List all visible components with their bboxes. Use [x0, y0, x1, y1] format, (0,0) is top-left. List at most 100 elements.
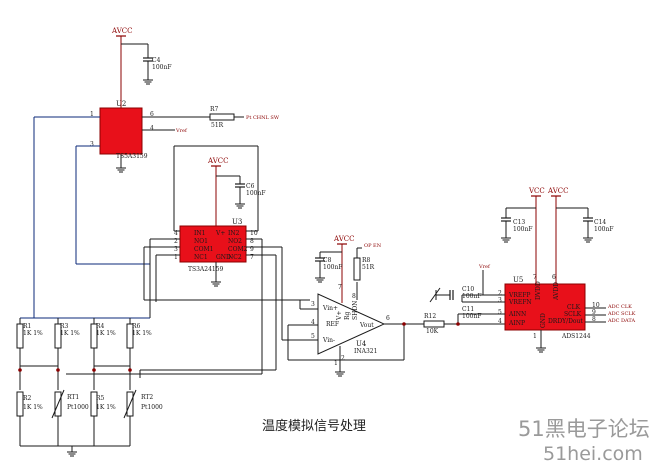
r3-value: 1K 1%	[60, 330, 80, 337]
rt1-value: Pt1000	[67, 404, 89, 411]
u5-pin-dvdd: DVDD	[535, 281, 542, 300]
watermark-url: 51hei.com	[543, 443, 643, 465]
u4-part: INA321	[354, 348, 377, 355]
u5-num-1: 1	[533, 333, 537, 340]
u3-chip-body	[179, 225, 247, 263]
r3-ref: R3	[60, 323, 69, 330]
u4-pin-ref: REF	[326, 321, 339, 328]
u5-pin-gnd: GND	[540, 313, 547, 328]
r7-resistor	[209, 113, 235, 121]
u4-num-5: 5	[311, 333, 315, 340]
u3-num-4: 4	[174, 230, 178, 237]
u3-num-3: 3	[174, 246, 178, 253]
r8-resistor	[353, 257, 361, 281]
r4-value: 1K 1%	[96, 330, 116, 337]
sensor-bridge: R1 1K 1% R3 1K 1% R4 1K 1% R6 1K 1% R2 1…	[16, 317, 163, 457]
u4-num-3: 3	[311, 301, 315, 308]
u5-num-8: 8	[592, 316, 596, 323]
rt2-ref: RT2	[141, 394, 153, 401]
c8-value: 100nF	[323, 264, 342, 271]
watermark-title: 51黑电子论坛	[518, 417, 650, 441]
u5-dvdd-vcc-label: VCC	[528, 187, 545, 195]
u2-pin-1: 1	[90, 111, 94, 118]
u3-part: TS3A24159	[188, 266, 224, 273]
u3-pin-com1: COM1	[194, 246, 213, 253]
r12-resistor	[423, 320, 445, 328]
u4-avcc-label: AVCC	[333, 235, 354, 243]
u4-ref: U4	[356, 340, 367, 348]
u5-pin-vrefn: VREFN	[508, 299, 532, 306]
u5-num-9: 9	[592, 309, 596, 316]
u2-avcc-label: AVCC	[111, 27, 132, 35]
u3-avcc-label: AVCC	[207, 157, 228, 165]
u5-num-6: 6	[552, 274, 556, 281]
c4-value: 100nF	[152, 64, 171, 71]
u3-pin-nc2: NC2	[228, 254, 242, 261]
u3-pin-in2: IN2	[228, 230, 240, 237]
u5-part: ADS1244	[561, 333, 591, 340]
u3-num-10: 10	[250, 230, 258, 237]
u4-pin-numbers: 3 5 4 6 7 8 1 2	[311, 284, 390, 367]
c11-value: 100nF	[462, 313, 481, 320]
u5-num-10: 10	[592, 302, 600, 309]
r6-ref: R6	[132, 323, 141, 330]
u4-num-2: 2	[341, 355, 345, 362]
u3-num-2: 2	[174, 238, 178, 245]
u4-instrumentation-amp: Vin+ REF Vin- Vout V+ Rg SHDN U4 INA321 …	[287, 235, 424, 377]
u4-num-1: 1	[334, 360, 338, 367]
diagram-caption: 温度模拟信号处理	[262, 418, 366, 434]
u3-left-pin-names: IN1 NO1 COM1 NC1	[194, 230, 213, 261]
u4-num-7: 7	[338, 284, 342, 291]
r4-ref: R4	[96, 323, 105, 330]
u5-avcc-label: AVCC	[547, 187, 568, 195]
u5-pin-drdy: DRDY/Dout	[548, 318, 583, 325]
u2-pin-6: 6	[150, 111, 154, 118]
u5-ref: U5	[513, 276, 523, 284]
u2-pin-4: 4	[150, 125, 154, 132]
net-adc-clk: ADC CLK	[607, 304, 632, 310]
c6-value: 100nF	[246, 190, 265, 197]
u5-num-4: 4	[498, 318, 502, 325]
u4-pin-vinp: Vin+	[322, 305, 338, 312]
c4-ref: C4	[152, 57, 161, 64]
u2-switch: U2 TS5A3159 1 6 4 3 AVCC C4 100nF R7 51R…	[33, 27, 280, 318]
u2-part: TS5A3159	[116, 153, 148, 160]
r2-ref: R2	[23, 395, 32, 402]
u2-pin-3: 3	[90, 141, 94, 148]
c14-value: 100nF	[594, 226, 613, 233]
u5-left-nums: 2 3 5 4	[498, 290, 502, 325]
u5-num-2: 2	[498, 290, 502, 297]
u4-num-6: 6	[386, 315, 390, 322]
rt1-ref: RT1	[67, 394, 79, 401]
c10-value: 100nF	[462, 293, 481, 300]
u4-num-8: 8	[352, 293, 356, 300]
u2-chip-body	[99, 107, 143, 155]
u4-pin-vplus: V+	[336, 311, 343, 321]
u3-pin-no2: NO2	[228, 238, 242, 245]
r5-ref: R5	[96, 395, 105, 402]
net-adc-sclk: ADC SCLK	[607, 311, 636, 317]
r2-value: 1K 1%	[23, 404, 43, 411]
adc-section: R12 10K U5 ADS1244 VREFP VREFN AINN AINP…	[423, 187, 636, 353]
u5-num-5: 5	[498, 309, 502, 316]
u3-ref: U3	[232, 218, 242, 226]
u3-pin-no1: NO1	[194, 238, 208, 245]
r7-ref: R7	[210, 106, 219, 113]
r1-ref: R1	[23, 323, 31, 330]
net-pt-chnl-sw: Pt CHNL SW	[246, 115, 280, 121]
u4-opamp-triangle	[317, 293, 386, 355]
u5-num-3: 3	[498, 297, 502, 304]
u3-pin-vplus: V+	[215, 230, 225, 237]
u5-pin-ainp: AINP	[508, 320, 525, 327]
r6-value: 1K 1%	[132, 330, 152, 337]
u4-pin-vout: Vout	[359, 322, 374, 329]
u3-num-8: 8	[250, 238, 254, 245]
c6-ref: C6	[246, 183, 255, 190]
u3-right-pin-names: IN2 NO2 COM2 NC2	[228, 230, 248, 261]
c11-ref: C11	[462, 306, 474, 313]
u3-right-pin-numbers: 10 8 9 7	[250, 230, 258, 261]
r12-ref: R12	[424, 313, 436, 320]
r12-value: 10K	[426, 328, 439, 335]
u5-pin-vrefp: VREFP	[508, 292, 530, 299]
